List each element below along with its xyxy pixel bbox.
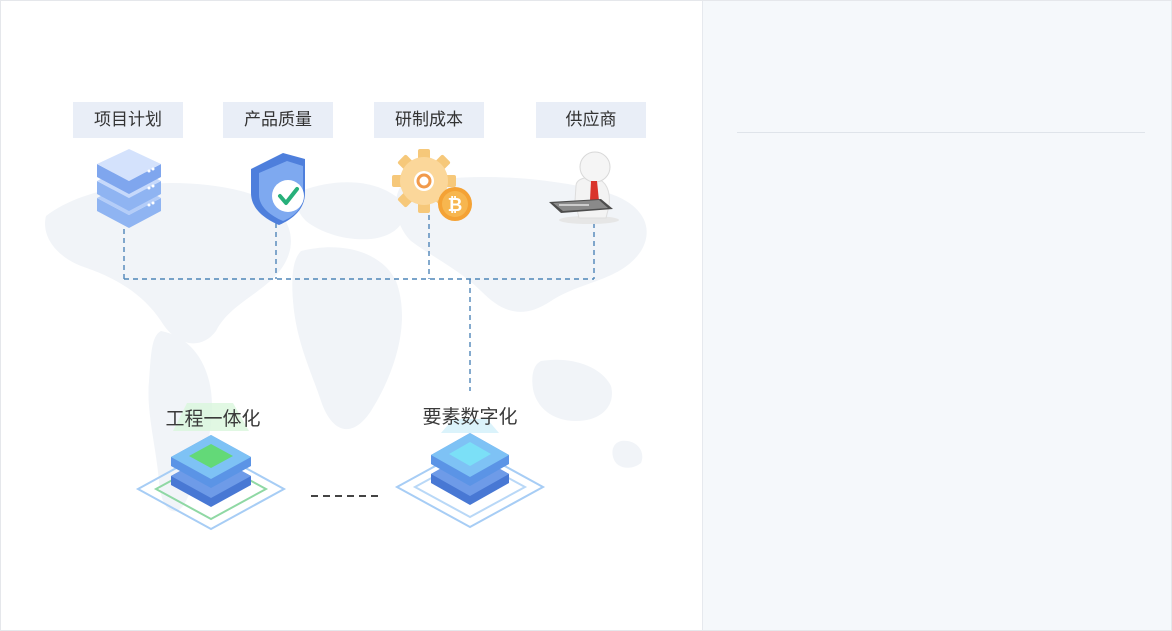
category-label-rd-cost: 研制成本 xyxy=(374,102,484,138)
panel-divider xyxy=(737,132,1145,133)
gear-bitcoin-icon: ₿ xyxy=(392,149,472,221)
world-map-background xyxy=(45,176,647,512)
platform-element-digitization xyxy=(394,419,546,529)
platform-label-engineering-integration: 工程一体化 xyxy=(165,408,261,430)
platform-label-element-digitization: 要素数字化 xyxy=(422,406,518,428)
detail-panel xyxy=(702,1,1171,630)
shield-check-icon xyxy=(251,153,305,225)
category-label-project-plan: 项目计划 xyxy=(73,102,183,138)
svg-text:₿: ₿ xyxy=(448,195,463,216)
server-stack-icon xyxy=(97,149,161,228)
connector-diagram: ₿ xyxy=(97,149,619,531)
category-label-product-quality: 产品质量 xyxy=(223,102,333,138)
diagram-panel: ₿ xyxy=(1,1,702,630)
platform-engineering-integration xyxy=(135,403,287,531)
person-with-tablet-icon xyxy=(549,151,619,224)
category-label-supplier: 供应商 xyxy=(536,102,646,138)
